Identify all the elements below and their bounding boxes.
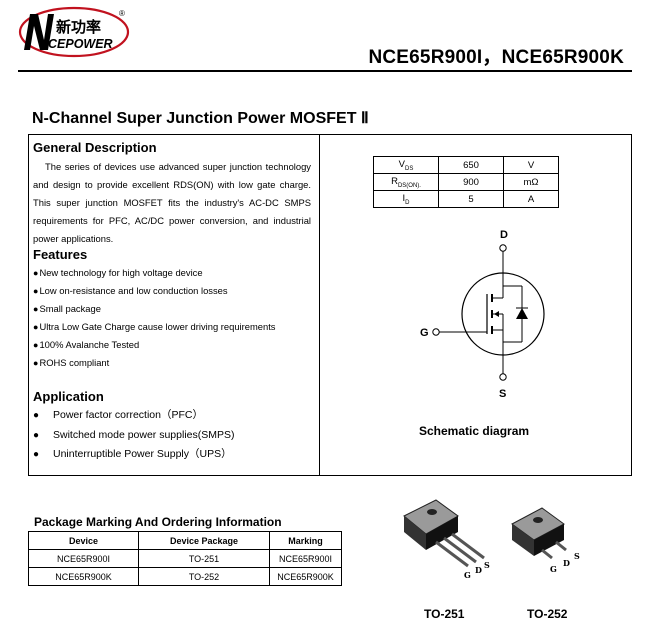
spec-value: 900 (438, 173, 504, 191)
package-section-title: Package Marking And Ordering Information (34, 515, 282, 529)
schematic-caption: Schematic diagram (419, 424, 530, 438)
features-title: Features (33, 247, 88, 262)
table-row: VDS 650 V (373, 156, 559, 174)
spec-value: 650 (438, 156, 504, 174)
table-row: ID 5 A (373, 190, 559, 208)
feature-item: New technology for high voltage device (33, 264, 275, 282)
spec-param: RDS(ON). (373, 173, 439, 191)
spec-unit: mΩ (503, 173, 559, 191)
pin-g-label: G (420, 327, 429, 339)
logo-chinese-text: 新功率 (56, 18, 101, 36)
to252-package-image: G D S (511, 507, 580, 574)
pin-label: D (563, 558, 570, 568)
table-row: NCE65R900I TO-251 NCE65R900I (28, 549, 342, 568)
feature-item: 100% Avalanche Tested (33, 336, 275, 354)
pin-label: G (464, 570, 471, 580)
column-header: Marking (269, 531, 342, 550)
feature-item: Low on-resistance and low conduction los… (33, 282, 275, 300)
application-item: ●Uninterruptible Power Supply（UPS） (33, 445, 235, 465)
table-header-row: Device Device Package Marking (28, 531, 342, 550)
part-number-heading: NCE65R900I，NCE65R900K (368, 47, 624, 68)
table-cell: TO-252 (138, 567, 270, 586)
spec-unit: V (503, 156, 559, 174)
pin-d-label: D (500, 229, 508, 241)
to251-package-image: G D S (403, 499, 490, 580)
spec-unit: A (503, 190, 559, 208)
spec-param: ID (373, 190, 439, 208)
features-list: New technology for high voltage device L… (33, 264, 275, 372)
drain-terminal (499, 244, 507, 252)
table-row: RDS(ON). 900 mΩ (373, 173, 559, 191)
to252-caption: TO-252 (527, 607, 568, 621)
bullet-icon: ● (33, 410, 40, 421)
registered-mark: ® (119, 9, 125, 18)
application-item: ●Switched mode power supplies(SMPS) (33, 426, 235, 446)
application-list: ●Power factor correction（PFC） ●Switched … (33, 406, 235, 465)
general-description-text: The series of devices use advanced super… (33, 161, 311, 244)
feature-item: ROHS compliant (33, 354, 275, 372)
general-description-title: General Description (33, 140, 157, 155)
column-header: Device (28, 531, 139, 550)
main-content-box (28, 134, 632, 476)
pin-label: S (484, 560, 490, 570)
application-title: Application (33, 389, 104, 404)
bullet-icon: ● (33, 429, 40, 441)
spec-param: VDS (373, 156, 439, 174)
document-title: N-Channel Super Junction Power MOSFET Ⅱ (32, 110, 369, 127)
pin-label: S (574, 551, 580, 561)
pin-label: D (475, 565, 482, 575)
key-spec-table: VDS 650 V RDS(ON). 900 mΩ ID 5 A (373, 156, 559, 208)
application-item: ●Power factor correction（PFC） (33, 406, 235, 426)
pin-label: G (550, 564, 557, 574)
bullet-icon: ● (33, 449, 40, 460)
company-logo: 新功率 CEPOWER ® (18, 6, 130, 58)
column-divider (319, 134, 320, 476)
body-diode-icon (516, 308, 528, 319)
feature-item: Small package (33, 300, 275, 318)
source-terminal (499, 373, 507, 381)
column-header: Device Package (138, 531, 270, 550)
package-table: Device Device Package Marking NCE65R900I… (28, 531, 342, 586)
table-row: NCE65R900K TO-252 NCE65R900K (28, 567, 342, 586)
header-divider (18, 70, 632, 72)
table-cell: NCE65R900K (269, 567, 342, 586)
feature-item: Ultra Low Gate Charge cause lower drivin… (33, 318, 275, 336)
table-cell: NCE65R900K (28, 567, 139, 586)
to251-caption: TO-251 (424, 607, 465, 621)
gate-terminal (432, 328, 440, 336)
table-cell: TO-251 (138, 549, 270, 568)
logo-english-text: CEPOWER (48, 37, 113, 51)
pin-s-label: S (499, 388, 506, 400)
logo-n-mark (24, 14, 54, 50)
mosfet-schematic: D S G (420, 229, 545, 400)
table-cell: NCE65R900I (269, 549, 342, 568)
table-cell: NCE65R900I (28, 549, 139, 568)
spec-value: 5 (438, 190, 504, 208)
